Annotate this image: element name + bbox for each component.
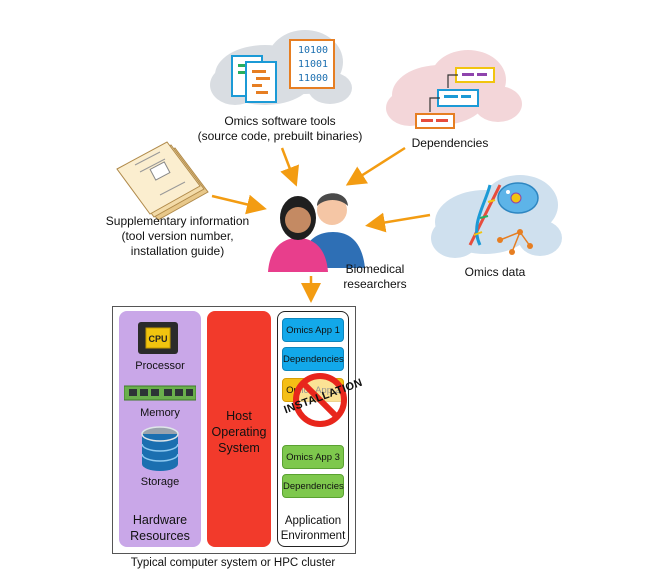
arrow-tools-to-researchers	[280, 147, 299, 187]
arrow-dependencies-to-researchers	[345, 146, 406, 186]
binary-line: 11001	[297, 59, 329, 70]
storage-label: Storage	[140, 476, 180, 488]
storage-icon	[141, 426, 179, 471]
application-environment-label: Application Environment	[280, 515, 346, 542]
system-caption: Typical computer system or HPC cluster	[130, 557, 336, 569]
processor-label: Processor	[135, 360, 185, 372]
binary-text: 10100 11001 11000	[293, 44, 333, 86]
binary-line: 10100	[297, 45, 329, 56]
software-tools-label: Omics software tools (source code, prebu…	[197, 114, 363, 143]
arrow-omics-data-to-researchers	[365, 212, 431, 233]
memory-icon	[124, 385, 196, 401]
binary-file-icon	[289, 39, 335, 89]
app-box: Omics App 1	[282, 318, 344, 342]
dependency-boxes-icon	[415, 67, 495, 129]
memory-label: Memory	[140, 407, 180, 419]
researchers-label: Biomedical researchers	[343, 262, 407, 291]
dna-helix-icon	[468, 184, 502, 246]
cpu-chip-text: CPU	[148, 334, 167, 344]
cell-icon	[497, 182, 539, 214]
app-box: Dependencies	[282, 347, 344, 371]
molecule-network-icon	[497, 229, 533, 255]
host-os-column	[207, 311, 271, 547]
researchers-icon	[268, 193, 365, 272]
dependencies-label: Dependencies	[411, 136, 489, 150]
supplementary-label: Supplementary information (tool version …	[105, 214, 250, 258]
prohibited-icon	[293, 373, 347, 427]
documents-icon	[116, 141, 209, 221]
cpu-icon: CPU	[138, 322, 178, 354]
binary-line: 11000	[297, 73, 329, 84]
arrow-supplementary-to-researchers	[211, 194, 267, 215]
app-box: Omics App 3	[282, 445, 344, 469]
source-code-icon	[231, 55, 277, 103]
app-box: Dependencies	[282, 474, 344, 498]
omics-data-label: Omics data	[464, 265, 526, 279]
host-os-label: Host Operating System	[211, 409, 267, 455]
omics-data-cloud	[431, 175, 562, 258]
hardware-title: Hardware Resources	[130, 513, 190, 543]
